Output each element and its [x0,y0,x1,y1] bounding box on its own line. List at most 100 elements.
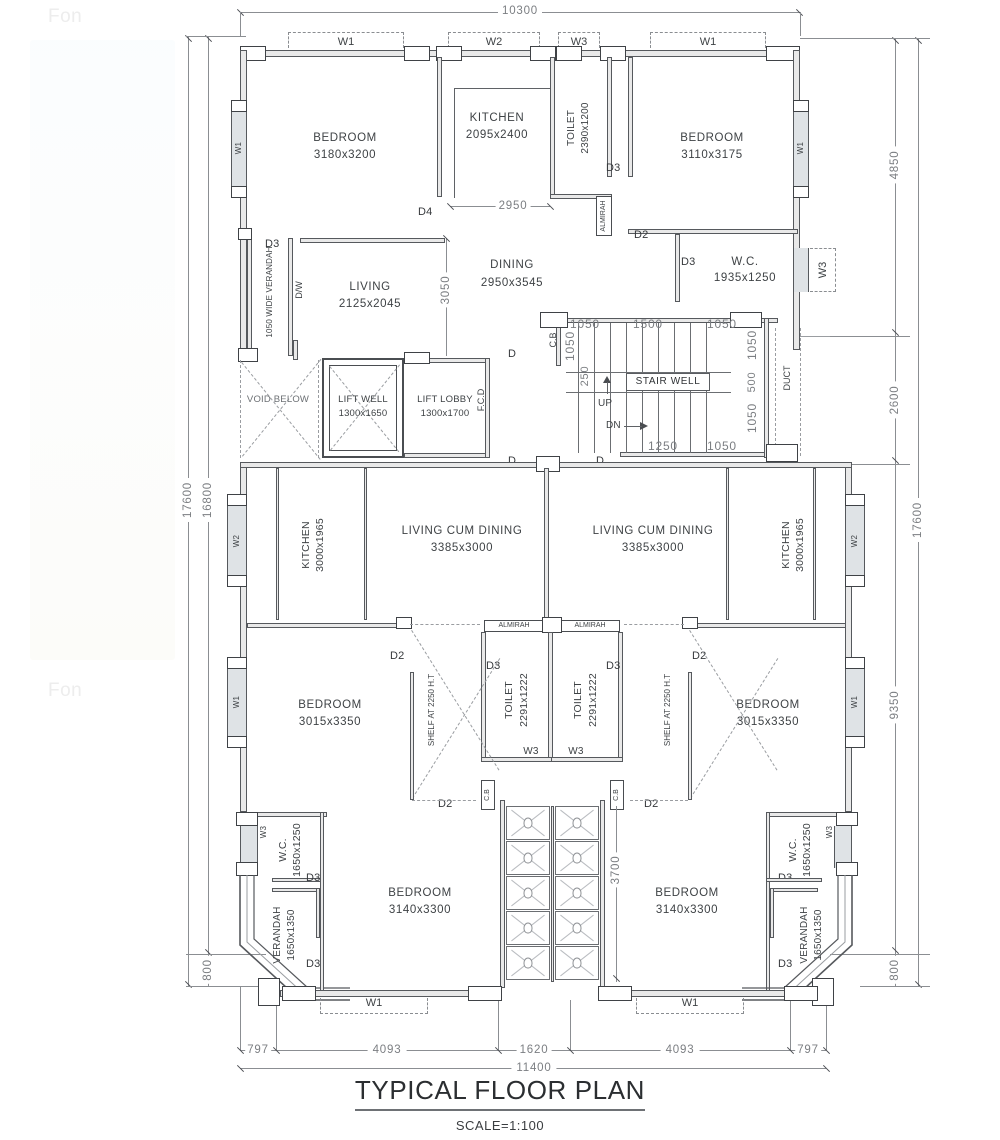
dim-right-seg-line [895,38,896,336]
wall-pier [227,494,247,506]
interior-wall-mid-bottom-left [247,623,407,628]
dn-label: DN [606,420,621,431]
bedroom-partition-ml [410,672,414,800]
window-w3-br [834,826,852,868]
window-w1-right-lower [845,668,865,738]
wall-pier [730,312,762,328]
door-tag-d3-verandah-left: D3 [265,238,280,250]
stair-dim-500: 500 [746,371,758,393]
window-tag-bracket [448,32,540,48]
window-tag-bracket [320,998,428,1014]
wall-pier [598,986,632,1001]
wc-grid-wall-left [500,800,505,988]
wall-pier [404,46,430,61]
room-size-kitchen-ml: 3000x1965 [314,518,326,572]
kitchen-counter [454,88,455,198]
dim-3050-label: 3050 [440,272,452,308]
window-tag-w3-toilet-left: W3 [523,746,539,757]
wall-pier [404,352,430,364]
partition-wall [288,238,293,356]
dim-right-9350: 9350 [889,686,901,724]
wall-pier [396,617,412,629]
verandah-br-chamfer [742,875,853,1001]
room-size-kitchen-top: 2095x2400 [465,129,529,141]
interior-wall-bottom-band-right [766,812,846,817]
interior-wall-mid-top-right [556,462,852,468]
dim-bottom-4093-left: 4093 [367,1044,407,1056]
wc-grid-wall-center [551,806,554,982]
wall-pier [258,978,280,1006]
room-size-dining: 2950x3545 [480,277,544,289]
closet-dash [411,630,500,771]
dim-ext-v [790,1000,791,1050]
stair-wall-right [764,318,769,458]
partition-wall [628,57,633,177]
wall-pier [227,575,247,587]
room-label-lcd-left: LIVING CUM DINING [401,525,523,537]
wall-pier [600,46,626,61]
interior-wall-bottom-band-left [247,812,327,817]
wc-fixture-cell [506,841,550,875]
partition-wall [628,229,798,234]
partition-wall [607,57,612,177]
door-tag-d3-toilet-cl: D3 [486,660,501,672]
dim-ext-v [800,12,801,36]
wall-pier [542,617,562,633]
room-size-living-left: 2125x2045 [338,298,402,310]
dim-bottom-overall-label: 11400 [511,1062,557,1074]
window-tag-w1-right-top: W1 [796,141,805,155]
void-boundary [240,360,241,458]
plan-scale: SCALE=1:100 [455,1118,545,1133]
window-tag-w1-left-top: W1 [234,141,243,155]
wall-pier [793,186,809,198]
partition-wall [726,468,729,620]
wall-pier [227,657,247,669]
cb-box-right [610,780,624,810]
dim-3700-line [616,806,617,982]
window-w1-left-top [231,110,247,188]
wc-fixture-cell [555,911,599,945]
central-spine-wall [544,468,549,628]
cb-label-right: C.B [613,789,620,801]
dim-leader [186,36,246,37]
fcd-label: F.C.D [476,388,486,412]
wc-fixture-cell [506,911,550,945]
wall-pier [238,228,252,240]
plan-extension-line [800,336,830,337]
window-tag-w2-left: W2 [232,534,241,548]
shelf-label-right: SHELF AT 2250 H.T [663,673,672,747]
partition-wall [276,468,279,620]
dim-bottom-797-left: 797 [245,1044,271,1056]
watermark-text-bottom: Fon [48,680,83,701]
wall-pier [845,575,865,587]
room-label-toilet-cl: TOILET [503,681,515,719]
window-tag-w3-right-bottom: W3 [825,825,834,839]
cb-label-stair: C.B [548,332,558,348]
door-tag-d2-bedroom-tr: D2 [634,229,649,241]
wall-pier [845,657,865,669]
stair-dim-1050-bottom: 1050 [707,439,737,453]
door-tag-d3-wc-top: D3 [681,256,696,268]
wall-pier [682,617,698,629]
verandah-br-wall-v [770,888,774,938]
title-block: TYPICAL FLOOR PLAN SCALE=1:100 [0,1075,1000,1133]
room-size-lift-well: 1300x1650 [338,408,388,419]
dim-ext-v [240,12,241,36]
room-label-toilet-top: TOILET [566,109,577,147]
door-swing-dash [412,800,476,801]
almirah-label-top: ALMIRAH [600,200,607,232]
dim-leader [800,38,930,39]
door-swing-dash [624,624,684,625]
dim-ext-v [498,1000,499,1050]
shelf-label-left: SHELF AT 2250 H.T [427,673,436,747]
dim-left-overall-label: 17600 [182,478,194,522]
partition-wall [364,468,367,620]
room-size-lcd-left: 3385x3000 [430,542,494,554]
room-label-wc-br: W.C. [787,838,799,862]
window-tag-w2-top: W2 [483,36,505,48]
lift-lobby-wall [485,358,490,458]
wc-fixture-cell [555,876,599,910]
stair-landing-line [566,372,731,373]
stair-tread [610,323,611,453]
interior-wall-mid-bottom-right [686,623,846,628]
